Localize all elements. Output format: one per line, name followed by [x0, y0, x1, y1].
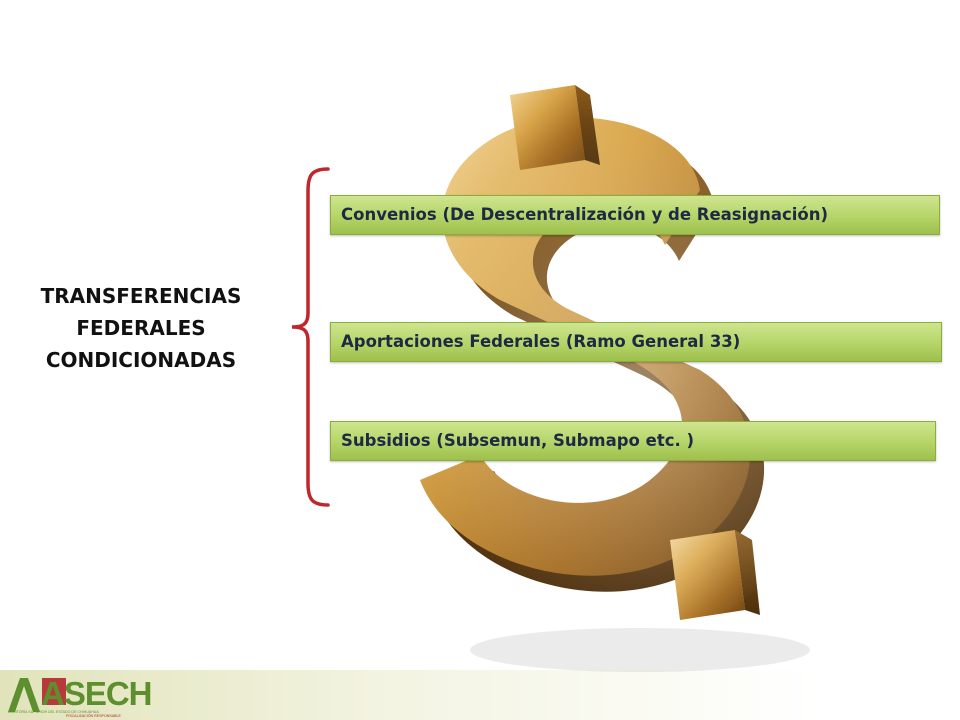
title-line-1: TRANSFERENCIAS — [40, 284, 242, 308]
item-bar-convenios: Convenios (De Descentralización y de Rea… — [330, 195, 940, 235]
item-bar-aportaciones: Aportaciones Federales (Ramo General 33) — [330, 322, 942, 362]
title-line-3: CONDICIONADAS — [45, 348, 237, 372]
item-label: Convenios (De Descentralización y de Rea… — [341, 205, 829, 224]
asech-logo: ASECH AUDITORÍA SUPERIOR DEL ESTADO DE C… — [8, 675, 153, 718]
item-label: Subsidios (Subsemun, Submapo etc. ) — [341, 431, 695, 450]
item-label: Aportaciones Federales (Ramo General 33) — [341, 332, 741, 351]
footer-strip — [0, 670, 960, 720]
item-bar-subsidios: Subsidios (Subsemun, Submapo etc. ) — [330, 421, 936, 461]
title-line-2: FEDERALES — [76, 316, 206, 340]
diagram-title: TRANSFERENCIAS FEDERALES CONDICIONADAS — [10, 280, 272, 376]
logo-text: ASECH — [41, 675, 152, 712]
curly-brace-icon — [291, 167, 330, 507]
logo-tagline: FISCALIZACIÓN RESPONSABLE — [66, 713, 122, 718]
logo-subtitle: AUDITORÍA SUPERIOR DEL ESTADO DE CHIHUAH… — [8, 710, 99, 714]
